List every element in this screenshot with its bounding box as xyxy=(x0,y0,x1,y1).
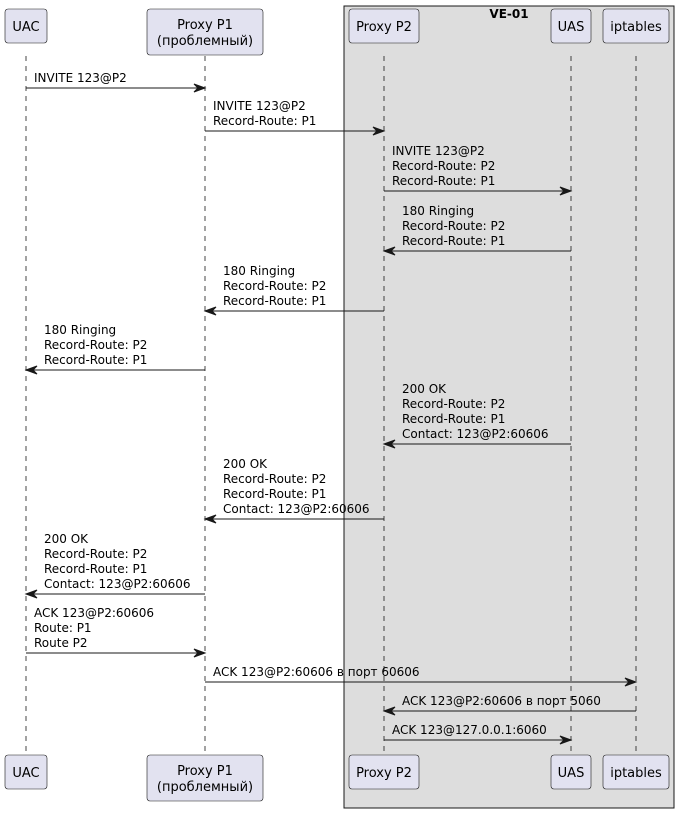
participant-p2-top: Proxy P2 xyxy=(348,8,420,44)
message-label: ACK 123@127.0.0.1:6060 xyxy=(392,723,547,737)
message-label: Contact: 123@P2:60606 xyxy=(44,577,191,591)
message-arrow-head xyxy=(24,589,38,599)
participant-ipt-top: iptables xyxy=(602,8,670,44)
message-label: Record-Route: P2 xyxy=(223,472,326,486)
message-label: 200 OK xyxy=(223,457,268,471)
message-label: Record-Route: P2 xyxy=(44,338,147,352)
participant-uac-bottom: UAC xyxy=(4,754,48,790)
message-label: 200 OK xyxy=(402,382,447,396)
message-label: Route: P1 xyxy=(34,621,92,635)
message-arrow-head xyxy=(203,514,217,524)
message-label: Contact: 123@P2:60606 xyxy=(223,502,370,516)
message-label: Record-Route: P2 xyxy=(392,159,495,173)
message-11: ACK 123@P2:60606 в порт 60606 xyxy=(205,665,638,687)
message-label: 180 Ringing xyxy=(402,204,474,218)
message-label: Record-Route: P1 xyxy=(392,174,495,188)
participant-label: iptables xyxy=(610,766,662,781)
participant-label: Proxy P1 xyxy=(177,18,233,33)
participant-box xyxy=(4,8,48,44)
message-label: 180 Ringing xyxy=(44,323,116,337)
message-arrow-head xyxy=(372,126,386,136)
message-label: Record-Route: P1 xyxy=(223,294,326,308)
message-arrow-head xyxy=(624,677,638,687)
participant-p1-bottom: Proxy P1(проблемный) xyxy=(146,754,264,802)
participant-label: Proxy P1 xyxy=(177,764,233,779)
participant-box xyxy=(348,8,420,44)
participant-uas-top: UAS xyxy=(550,8,592,44)
participant-uac-top: UAC xyxy=(4,8,48,44)
message-label: ACK 123@P2:60606 xyxy=(34,606,154,620)
participant-label: Proxy P2 xyxy=(356,20,412,35)
participant-label: (проблемный) xyxy=(157,34,253,49)
message-label: Contact: 123@P2:60606 xyxy=(402,427,549,441)
message-label: 200 OK xyxy=(44,532,89,546)
message-arrow-head xyxy=(203,306,217,316)
message-label: INVITE 123@P2 xyxy=(392,144,485,158)
message-label: Record-Route: P2 xyxy=(402,219,505,233)
participant-ipt-bottom: iptables xyxy=(602,754,670,790)
message-label: ACK 123@P2:60606 в порт 60606 xyxy=(213,665,420,679)
message-label: Route P2 xyxy=(34,636,88,650)
message-13: ACK 123@127.0.0.1:6060 xyxy=(384,723,573,745)
message-label: Record-Route: P1 xyxy=(223,487,326,501)
message-label: Record-Route: P1 xyxy=(213,114,316,128)
participant-uas-bottom: UAS xyxy=(550,754,592,790)
message-label: Record-Route: P1 xyxy=(402,412,505,426)
participant-box xyxy=(602,8,670,44)
message-label: Record-Route: P1 xyxy=(44,353,147,367)
message-label: Record-Route: P2 xyxy=(44,547,147,561)
group-box-ve01 xyxy=(343,5,675,809)
participant-box xyxy=(146,8,264,56)
message-arrow-head xyxy=(382,439,396,449)
message-arrow-head xyxy=(382,246,396,256)
message-label: Record-Route: P2 xyxy=(223,279,326,293)
participant-label: Proxy P2 xyxy=(356,766,412,781)
message-label: INVITE 123@P2 xyxy=(213,99,306,113)
message-arrow-head xyxy=(193,83,207,93)
participant-box xyxy=(550,8,592,44)
message-label: 180 Ringing xyxy=(223,264,295,278)
message-arrow-head xyxy=(24,365,38,375)
participant-label: UAS xyxy=(558,766,585,781)
participant-box xyxy=(146,754,264,802)
group-title: VE-01 xyxy=(489,7,528,21)
participant-box xyxy=(4,754,48,790)
participant-p2-bottom: Proxy P2 xyxy=(348,754,420,790)
participant-p1-top: Proxy P1(проблемный) xyxy=(146,8,264,56)
participant-box xyxy=(550,754,592,790)
message-arrow-head xyxy=(193,648,207,658)
message-label: ACK 123@P2:60606 в порт 5060 xyxy=(402,694,601,708)
participant-label: UAC xyxy=(12,20,39,35)
participant-label: UAS xyxy=(558,20,585,35)
message-12: ACK 123@P2:60606 в порт 5060 xyxy=(382,694,636,716)
message-label: Record-Route: P1 xyxy=(44,562,147,576)
participant-box xyxy=(602,754,670,790)
message-arrow-head xyxy=(559,735,573,745)
message-arrow-head xyxy=(559,186,573,196)
message-1: INVITE 123@P2 xyxy=(26,71,207,93)
message-label: INVITE 123@P2 xyxy=(34,71,127,85)
message-arrow-head xyxy=(382,706,396,716)
message-label: Record-Route: P2 xyxy=(402,397,505,411)
participant-label: iptables xyxy=(610,20,662,35)
message-label: Record-Route: P1 xyxy=(402,234,505,248)
participant-label: UAC xyxy=(12,766,39,781)
participant-label: (проблемный) xyxy=(157,780,253,795)
participant-box xyxy=(348,754,420,790)
lifelines xyxy=(25,56,637,755)
